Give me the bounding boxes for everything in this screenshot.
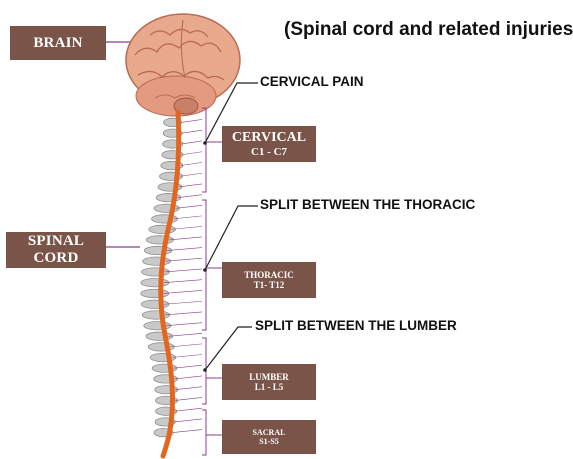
brain-label: BRAIN (33, 35, 82, 52)
spinal-nerve-line (173, 365, 202, 368)
spinal-nerve-line (164, 301, 202, 304)
spinal-nerve-line (167, 248, 202, 251)
spinal-cord-label: SPINAL CORD (6, 233, 106, 267)
spinal-nerve-line (173, 430, 202, 433)
spinal-nerve-line (170, 344, 202, 347)
cervical-region-name: CERVICAL (232, 130, 306, 146)
spinal-nerve-line (164, 290, 202, 293)
thoracic-region-box: THORACIC T1- T12 (222, 262, 316, 298)
spinal-cord-label-box: SPINAL CORD (6, 232, 106, 268)
spinal-nerve-line (174, 419, 202, 422)
spinal-nerve-line (177, 195, 202, 198)
spinal-nerve-line (166, 323, 202, 326)
brain-icon (126, 14, 240, 116)
lumber-region-range: L1 - L5 (255, 382, 284, 392)
thoracic-split-leader-line (205, 206, 258, 270)
lumber-split-dot (203, 368, 207, 372)
spinal-nerve-line (182, 130, 202, 133)
cervical-pain-callout: CERVICAL PAIN (260, 74, 364, 89)
thoracic-split-dot (203, 268, 207, 272)
spinal-nerve-line (164, 269, 202, 272)
spinal-nerve-line (169, 237, 202, 240)
cervical-region-range: C1 - C7 (251, 146, 287, 158)
vertebra (150, 353, 175, 361)
spinal-nerve-line (175, 376, 202, 379)
spinal-nerve-line (175, 397, 202, 400)
spinal-nerve-line (181, 119, 202, 122)
spinal-nerve-line (166, 258, 202, 261)
spinal-nerve-line (180, 173, 202, 176)
brain-label-box: BRAIN (10, 26, 106, 60)
lumber-region-name: LUMBER (249, 372, 289, 382)
lumber-split-callout: SPLIT BETWEEN THE LUMBER (255, 318, 457, 333)
lumber-region-box: LUMBER L1 - L5 (222, 364, 316, 400)
cervical-region-box: CERVICAL C1 - C7 (222, 126, 316, 162)
sacral-region-name: SACRAL (253, 428, 286, 437)
spinal-nerve-line (182, 141, 202, 144)
spinal-nerve-line (175, 408, 202, 411)
thoracic-region-name: THORACIC (244, 270, 294, 280)
cervical-bracket (202, 108, 206, 192)
spinal-nerve-line (181, 163, 202, 166)
thoracic-bracket (202, 200, 206, 330)
spinal-nerve-line (172, 355, 202, 358)
thoracic-split-callout: SPLIT BETWEEN THE THORACIC (260, 197, 475, 212)
spinal-nerve-line (165, 312, 202, 315)
spinal-nerve-line (176, 205, 202, 208)
cervical-pain-dot (203, 141, 207, 145)
spinal-nerve-line (174, 216, 202, 219)
spinal-nerve-line (181, 152, 202, 155)
spinal-nerve-line (171, 226, 202, 229)
spinal-nerve-line (168, 333, 202, 336)
diagram-title: (Spinal cord and related injuries) (284, 19, 573, 41)
sacral-bracket (202, 410, 206, 455)
thoracic-region-range: T1- T12 (254, 280, 285, 290)
spinal-nerve-line (179, 184, 202, 187)
spinal-nerve-line (164, 280, 202, 283)
sacral-region-box: SACRAL S1-S5 (222, 420, 316, 454)
sacral-region-range: S1-S5 (259, 437, 279, 446)
spinal-nerve-line (175, 387, 202, 390)
